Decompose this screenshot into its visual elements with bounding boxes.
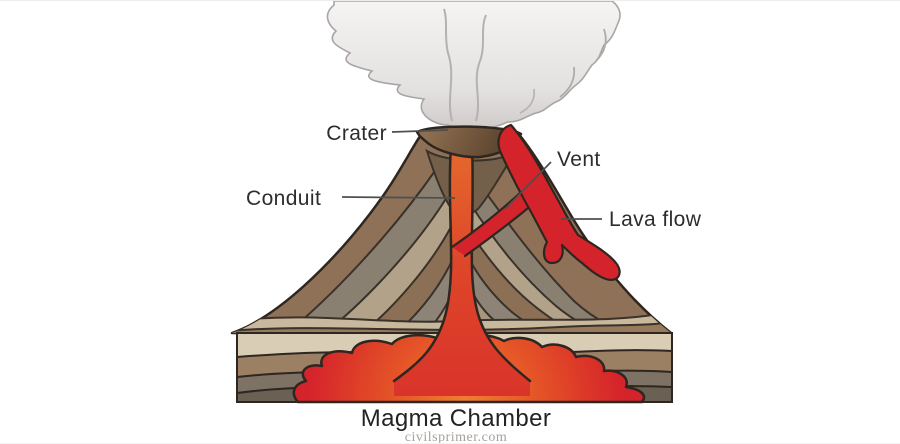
conduit-fill: [394, 146, 530, 396]
crater-label: Crater: [326, 122, 387, 145]
crater-leader-line: [391, 129, 449, 133]
vent-leader-line: [504, 161, 552, 210]
conduit-left-edge: [392, 144, 453, 383]
conduit-right-edge: [470, 144, 532, 383]
conduit-label: Conduit: [246, 187, 321, 210]
conduit-shape: [392, 144, 532, 396]
smoke-puff-line-2: [595, 28, 607, 62]
conduit-leader-line: [341, 196, 456, 199]
strata-base-brown-band: [232, 319, 671, 333]
smoke-plume: [326, 1, 621, 130]
magma-chamber-label: Magma Chamber: [361, 405, 552, 432]
smoke-puff-line-3: [519, 88, 536, 114]
vent-label: Vent: [557, 148, 601, 171]
vent-fill: [452, 191, 534, 256]
smoke-inner-line-1: [443, 8, 453, 122]
watermark: civilsprimer.com: [405, 430, 507, 444]
smoke-puff-line-1: [559, 66, 576, 98]
lava-flow-shape: [497, 123, 621, 281]
crater-bowl-shape: [415, 125, 523, 159]
lava-flow-label: Lava flow: [609, 208, 702, 231]
smoke-cloud-shape: [326, 1, 621, 130]
smoke-inner-line-2: [475, 14, 487, 122]
